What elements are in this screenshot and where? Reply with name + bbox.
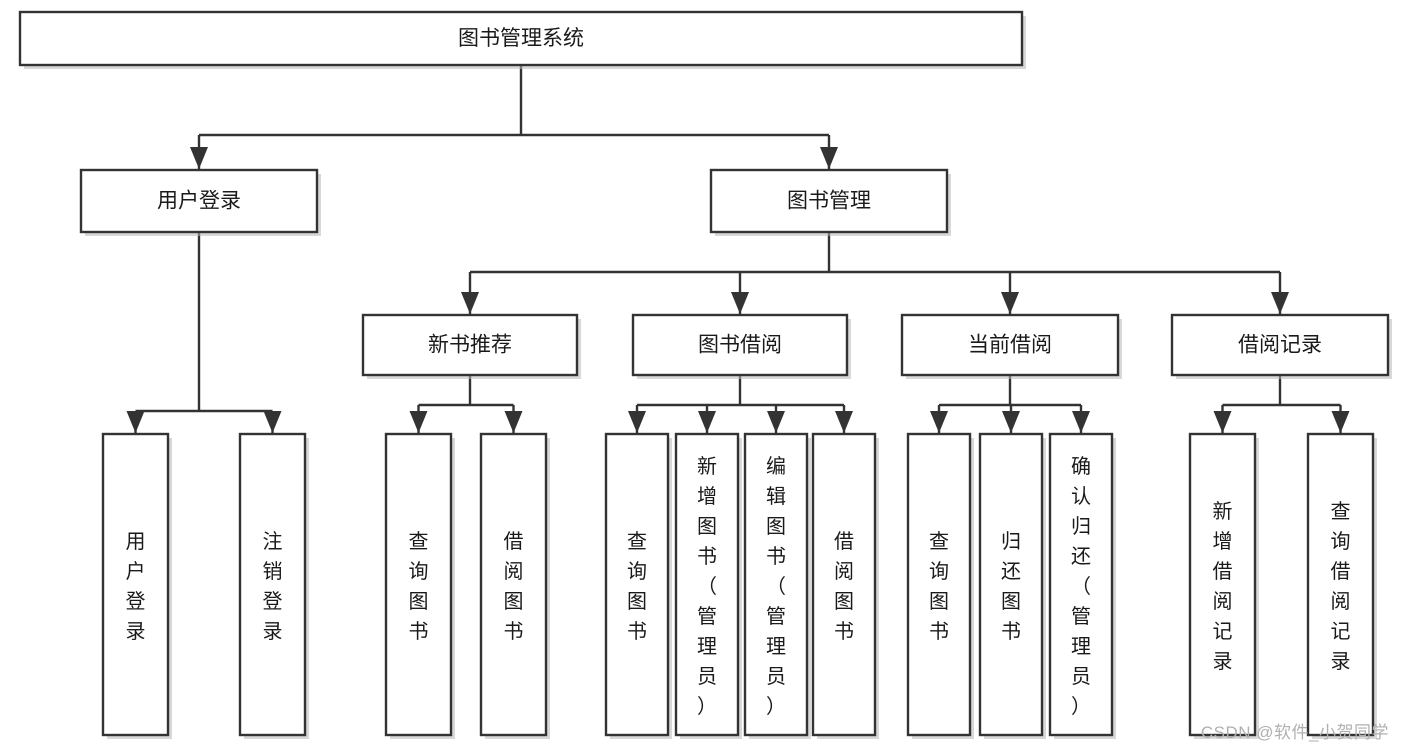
- arrow-head-icon: [1331, 411, 1350, 433]
- node-leaf-return-book[interactable]: 归还图书: [978, 432, 1046, 739]
- node-label: 借阅图书: [504, 530, 524, 643]
- node-leaf-query-book-current[interactable]: 查询图书: [906, 432, 974, 739]
- arrow-head-icon: [1002, 411, 1020, 433]
- arrow-head-icon: [835, 411, 853, 433]
- node-leaf-add-book[interactable]: 新增图书（管理员）: [674, 432, 742, 739]
- watermark-text: CSDN @软件_小贺同学: [1200, 723, 1389, 742]
- node-label: 当前借阅: [968, 334, 1052, 357]
- arrow-head-icon: [126, 411, 145, 433]
- node-label: 归还图书: [1001, 530, 1021, 643]
- arrow-head-icon: [504, 411, 523, 433]
- node-leaf-confirm-return[interactable]: 确认归还（管理员）: [1048, 432, 1116, 739]
- node-label: 新增借阅记录: [1213, 500, 1233, 673]
- node-label: 图书借阅: [698, 334, 782, 357]
- arrow-head-icon: [731, 292, 749, 314]
- arrow-head-icon: [263, 411, 282, 433]
- node-leaf-add-record[interactable]: 新增借阅记录: [1188, 432, 1259, 739]
- node-new-book-rec[interactable]: 新书推荐: [361, 313, 581, 379]
- node-root-book-management-system[interactable]: 图书管理系统: [18, 10, 1026, 69]
- node-label: 借阅图书: [834, 530, 854, 643]
- node-leaf-borrow-book-rec[interactable]: 借阅图书: [479, 432, 550, 739]
- node-label: 图书管理系统: [458, 27, 584, 50]
- node-layer: 图书管理系统用户登录图书管理新书推荐图书借阅当前借阅借阅记录用户登录注销登录查询…: [18, 10, 1392, 739]
- arrow-head-icon: [190, 147, 208, 169]
- node-leaf-edit-book[interactable]: 编辑图书（管理员）: [743, 432, 811, 739]
- node-label: 查询图书: [929, 530, 949, 643]
- node-label: 用户登录: [126, 531, 146, 643]
- connector-layer: [126, 65, 1350, 433]
- node-book-borrow[interactable]: 图书借阅: [631, 313, 851, 379]
- node-label: 注销登录: [263, 530, 283, 643]
- node-label: 借阅记录: [1238, 334, 1322, 357]
- node-label: 查询借阅记录: [1331, 500, 1351, 673]
- arrow-head-icon: [930, 411, 948, 433]
- node-borrow-record[interactable]: 借阅记录: [1170, 313, 1392, 379]
- node-leaf-query-book-rec[interactable]: 查询图书: [384, 432, 455, 739]
- node-label: 编辑图书（管理员）: [766, 455, 786, 718]
- node-label: 图书管理: [787, 190, 871, 213]
- arrow-head-icon: [820, 147, 838, 169]
- arrow-head-icon: [409, 411, 428, 433]
- node-leaf-borrow-book[interactable]: 借阅图书: [811, 432, 879, 739]
- node-label: 查询图书: [627, 530, 647, 643]
- node-current-borrow[interactable]: 当前借阅: [900, 313, 1122, 379]
- node-label: 确认归还（管理员）: [1071, 455, 1091, 718]
- arrow-head-icon: [1072, 411, 1090, 433]
- node-leaf-user-logout[interactable]: 注销登录: [238, 432, 309, 739]
- node-leaf-user-login[interactable]: 用户登录: [101, 432, 172, 739]
- node-book-manage[interactable]: 图书管理: [709, 168, 951, 236]
- arrow-head-icon: [628, 411, 646, 433]
- arrow-head-icon: [1271, 292, 1289, 314]
- node-label: 新书推荐: [428, 334, 512, 357]
- node-label: 用户登录: [157, 190, 241, 213]
- node-user-login[interactable]: 用户登录: [79, 168, 321, 236]
- arrow-head-icon: [698, 411, 716, 433]
- node-label: 查询图书: [409, 530, 429, 643]
- node-leaf-query-book-borrow[interactable]: 查询图书: [604, 432, 672, 739]
- arrow-head-icon: [1213, 411, 1232, 433]
- node-leaf-query-record[interactable]: 查询借阅记录: [1306, 432, 1377, 739]
- node-label: 新增图书（管理员）: [697, 455, 717, 718]
- arrow-head-icon: [1001, 292, 1019, 314]
- arrow-head-icon: [767, 411, 785, 433]
- arrow-head-icon: [461, 292, 479, 314]
